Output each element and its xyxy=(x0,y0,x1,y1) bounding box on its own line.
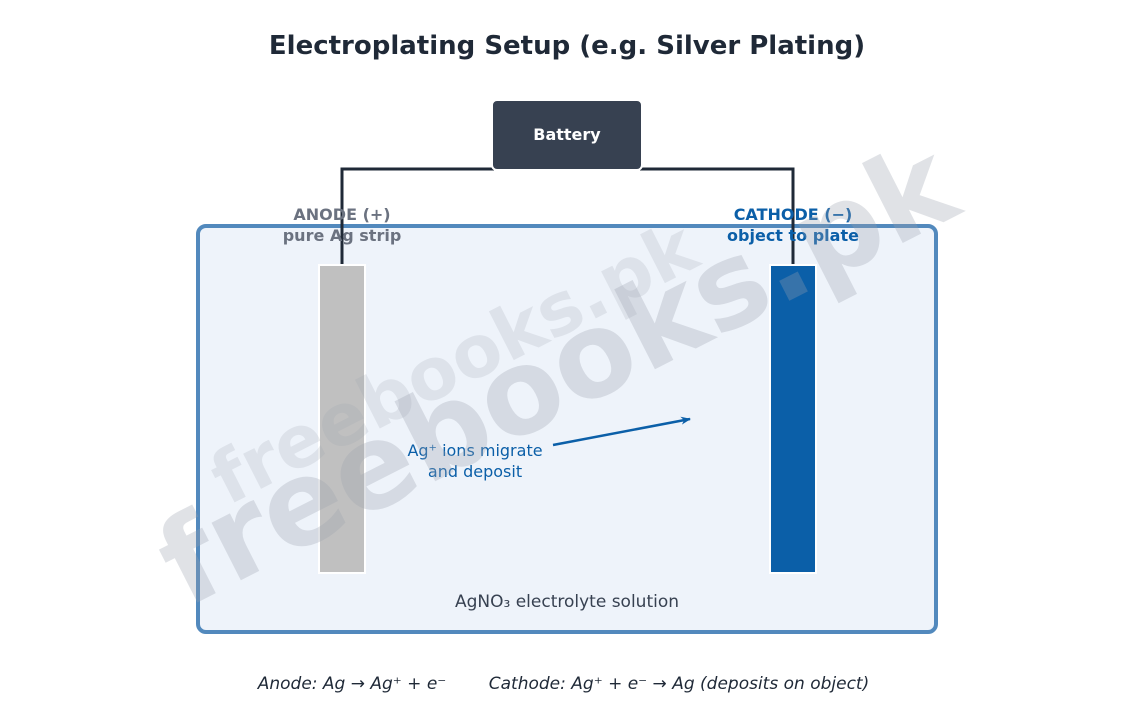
ion-annotation-line1: Ag⁺ ions migrate xyxy=(407,441,542,460)
electrolyte-label: AgNO₃ electrolyte solution xyxy=(455,592,679,612)
anode-label-title: ANODE (+) xyxy=(293,205,390,224)
cathode-label-subtitle: object to plate xyxy=(727,226,859,245)
battery-label: Battery xyxy=(533,125,601,144)
cathode-label-title: CATHODE (−) xyxy=(734,205,853,224)
ion-migration-arrow xyxy=(552,416,691,447)
battery-box xyxy=(491,99,643,171)
electrolyte-tank xyxy=(196,224,938,634)
cathode-equation: Cathode: Ag⁺ + e⁻ → Ag (deposits on obje… xyxy=(489,674,869,694)
anode-electrode xyxy=(318,264,366,574)
cathode-wire xyxy=(640,167,795,265)
anode-wire xyxy=(340,167,494,265)
anode-equation: Anode: Ag → Ag⁺ + e⁻ xyxy=(257,674,447,694)
page-title: Electroplating Setup (e.g. Silver Platin… xyxy=(269,31,865,61)
ion-annotation-line2: and deposit xyxy=(428,462,522,481)
anode-label-subtitle: pure Ag strip xyxy=(283,226,402,245)
cathode-electrode xyxy=(769,264,817,574)
